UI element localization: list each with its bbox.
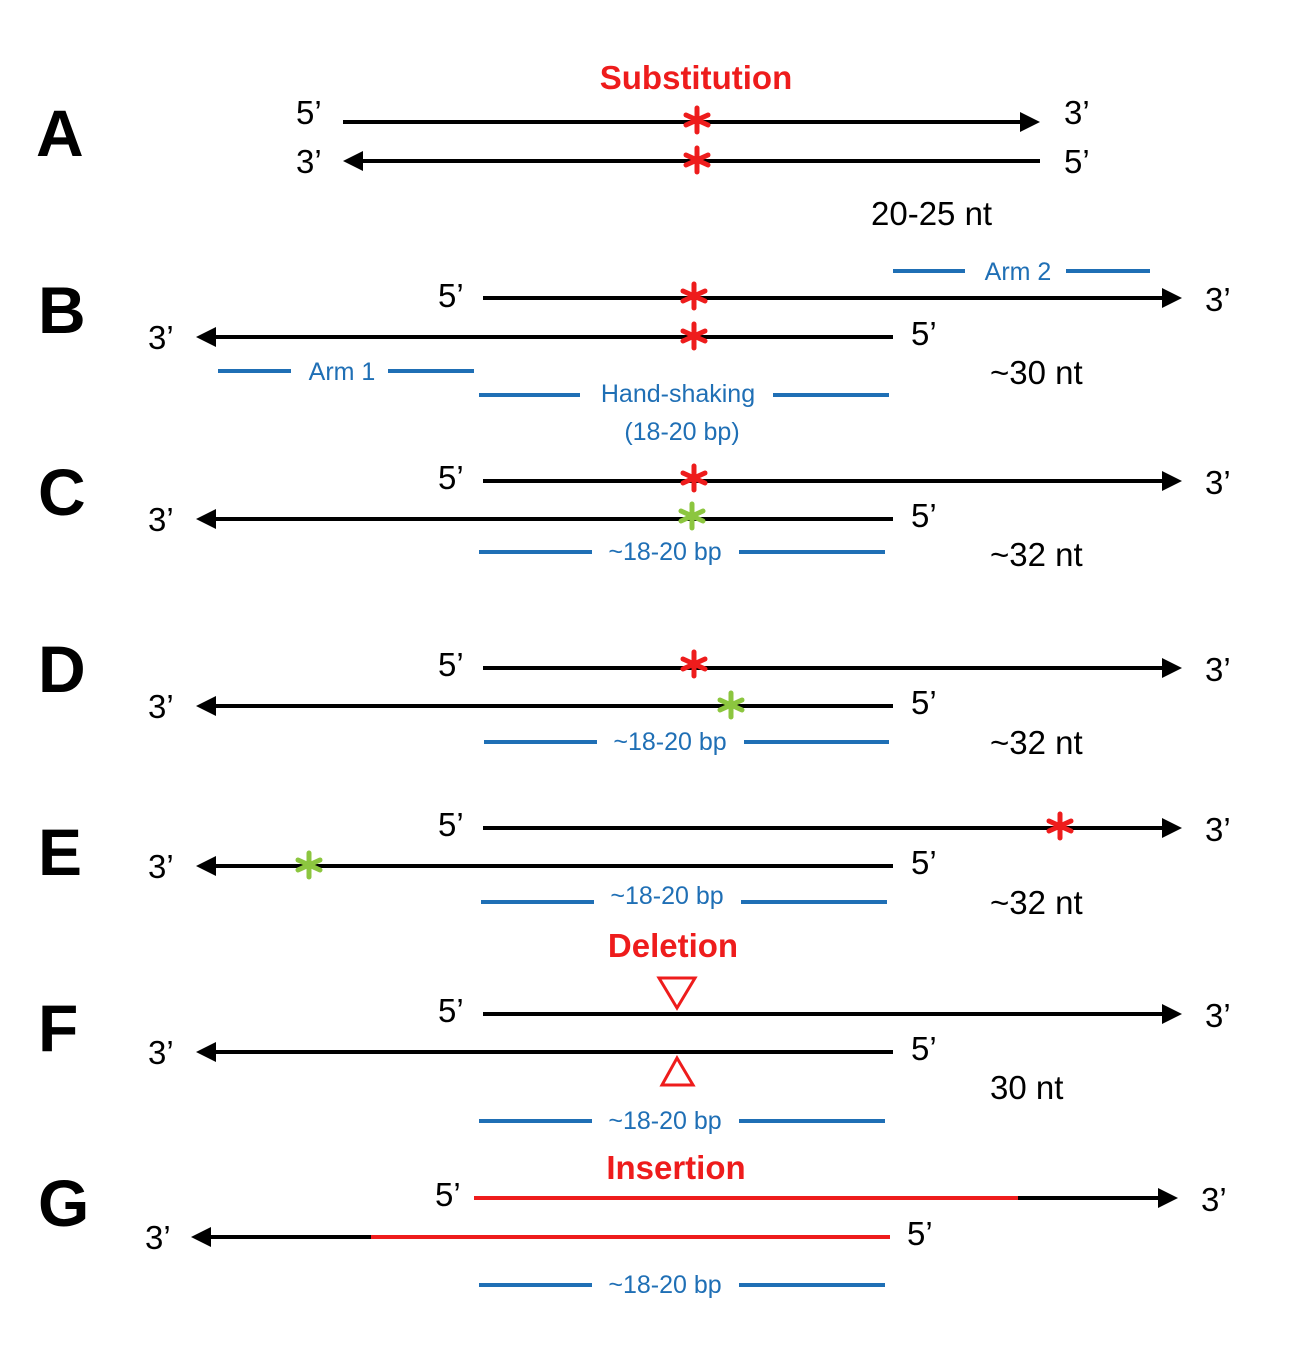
arrowhead-icon: [1162, 658, 1182, 678]
three-prime-label: 3’: [1064, 94, 1090, 131]
five-prime-label: 5’: [438, 459, 464, 496]
handshake-label: Hand-shaking: [601, 380, 755, 408]
arrowhead-icon: [196, 856, 216, 876]
three-prime-label: 3’: [1205, 997, 1231, 1034]
five-prime-label: 5’: [438, 992, 464, 1029]
five-prime-label: 5’: [911, 497, 937, 534]
three-prime-label: 3’: [1205, 281, 1231, 318]
insertion-title: Insertion: [606, 1149, 745, 1186]
panel-letter-b: B: [38, 273, 86, 347]
arrowhead-icon: [1162, 288, 1182, 308]
oligo-length-label: 30 nt: [990, 1069, 1063, 1106]
substitution-star-icon: [680, 463, 708, 493]
deletion-triangle-icon: [659, 1054, 696, 1087]
three-prime-label: 3’: [1201, 1181, 1227, 1218]
panel-d: D 5’ 3’ 3’ 5’ ~18-20 bp ~32 nt: [38, 632, 1231, 761]
five-prime-label: 5’: [296, 94, 322, 131]
deletion-triangle-icon: [656, 976, 698, 1011]
three-prime-label: 3’: [1205, 811, 1231, 848]
arrowhead-icon: [343, 151, 363, 171]
arm1-label: Arm 1: [309, 358, 376, 386]
five-prime-label: 5’: [435, 1176, 461, 1213]
overlap-label: ~18-20 bp: [613, 728, 726, 756]
panel-letter-d: D: [38, 632, 86, 706]
arrowhead-icon: [196, 509, 216, 529]
overlap-label: ~18-20 bp: [608, 538, 721, 566]
three-prime-label: 3’: [148, 848, 174, 885]
arrowhead-icon: [196, 696, 216, 716]
overlap-label: ~18-20 bp: [608, 1271, 721, 1299]
deletion-title: Deletion: [608, 927, 738, 964]
three-prime-label: 3’: [148, 1034, 174, 1071]
three-prime-label: 3’: [148, 501, 174, 538]
three-prime-label: 3’: [296, 143, 322, 180]
oligo-length-label: ~32 nt: [990, 724, 1083, 761]
oligo-length-label: 20-25 nt: [871, 195, 992, 232]
five-prime-label: 5’: [907, 1215, 933, 1252]
three-prime-label: 3’: [1205, 464, 1231, 501]
oligo-length-label: ~30 nt: [990, 354, 1083, 391]
panel-letter-c: C: [38, 455, 86, 529]
overlap-label: ~18-20 bp: [608, 1107, 721, 1135]
three-prime-label: 3’: [145, 1219, 171, 1256]
compensatory-star-icon: [295, 850, 323, 880]
substitution-star-icon: [680, 321, 708, 351]
panel-g: G Insertion 5’ 3’ 3’ 5’ ~18-20 bp: [38, 1149, 1227, 1299]
five-prime-label: 5’: [438, 277, 464, 314]
panel-c: C 5’ 3’ 3’ 5’ ~18-20 bp ~32 nt: [38, 455, 1231, 573]
five-prime-label: 5’: [911, 684, 937, 721]
five-prime-label: 5’: [1064, 143, 1090, 180]
compensatory-star-icon: [678, 501, 706, 531]
arrowhead-icon: [1020, 112, 1040, 132]
substitution-star-icon: [683, 145, 711, 175]
panel-letter-a: A: [36, 96, 84, 170]
arrowhead-icon: [1162, 1004, 1182, 1024]
overlap-label: ~18-20 bp: [610, 882, 723, 910]
five-prime-label: 5’: [911, 844, 937, 881]
arrowhead-icon: [1162, 471, 1182, 491]
compensatory-star-icon: [717, 690, 745, 720]
panel-e: E 5’ 3’ 3’ 5’ ~18-20 bp ~32 nt: [38, 806, 1231, 921]
panel-a: A Substitution 5’ 3’ 3’ 5’ 20-25 nt: [36, 59, 1090, 232]
substitution-star-icon: [683, 105, 711, 135]
arrowhead-icon: [191, 1227, 211, 1247]
oligo-length-label: ~32 nt: [990, 536, 1083, 573]
panel-f: F Deletion 5’ 3’ 3’ 5’ ~18-20 bp 30 nt: [38, 927, 1231, 1135]
three-prime-label: 3’: [148, 319, 174, 356]
oligo-length-label: ~32 nt: [990, 884, 1083, 921]
five-prime-label: 5’: [911, 1030, 937, 1067]
panel-b: B 5’ 3’ 3’ 5’ Arm 2 Arm 1 Hand-shaking (…: [38, 258, 1231, 446]
panel-letter-f: F: [38, 991, 78, 1065]
panel-letter-e: E: [38, 815, 82, 889]
panel-letter-g: G: [38, 1166, 89, 1240]
substitution-star-icon: [1046, 811, 1074, 841]
five-prime-label: 5’: [438, 806, 464, 843]
handshake-length-label: (18-20 bp): [624, 418, 739, 446]
arrowhead-icon: [1158, 1188, 1178, 1208]
arrowhead-icon: [196, 1042, 216, 1062]
three-prime-label: 3’: [1205, 651, 1231, 688]
arrowhead-icon: [196, 327, 216, 347]
substitution-star-icon: [680, 649, 708, 679]
five-prime-label: 5’: [438, 646, 464, 683]
substitution-star-icon: [680, 281, 708, 311]
arrowhead-icon: [1162, 818, 1182, 838]
five-prime-label: 5’: [911, 315, 937, 352]
arm2-label: Arm 2: [985, 258, 1052, 286]
substitution-title: Substitution: [600, 59, 792, 96]
three-prime-label: 3’: [148, 688, 174, 725]
